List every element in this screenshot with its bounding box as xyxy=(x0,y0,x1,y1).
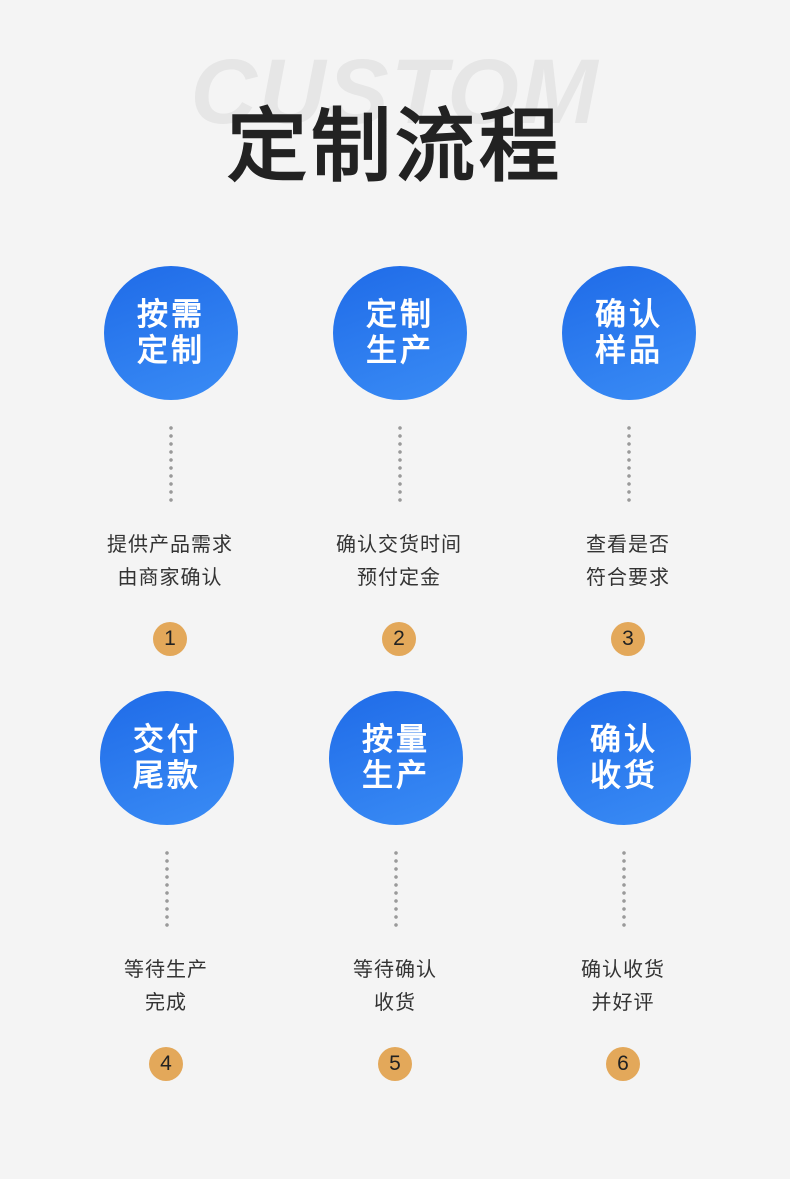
dotted-connector xyxy=(165,849,169,931)
step-circle-line-2: 尾款 xyxy=(133,758,201,794)
step-number-badge: 5 xyxy=(378,1047,412,1081)
step-3: 确认 样品 查看是否 符合要求 3 xyxy=(508,266,748,666)
step-description-line-1: 确认交货时间 xyxy=(336,532,462,556)
step-circle-line-2: 生产 xyxy=(366,333,434,369)
step-description-line-2: 由商家确认 xyxy=(117,565,223,589)
step-circle-line-2: 收货 xyxy=(590,758,658,794)
step-description-line-1: 等待生产 xyxy=(124,957,208,981)
step-2: 定制 生产 确认交货时间 预付定金 2 xyxy=(279,266,519,666)
step-description-line-2: 预付定金 xyxy=(357,565,441,589)
step-description: 查看是否 符合要求 xyxy=(508,528,748,594)
step-6: 确认 收货 确认收货 并好评 6 xyxy=(503,691,743,1091)
step-circle-line-1: 交付 xyxy=(133,722,201,758)
step-description-line-1: 确认收货 xyxy=(581,957,665,981)
step-circle-line-2: 样品 xyxy=(595,333,663,369)
step-description-line-2: 收货 xyxy=(374,990,416,1014)
step-description-line-1: 查看是否 xyxy=(586,532,670,556)
step-number-badge: 2 xyxy=(382,622,416,656)
step-5: 按量 生产 等待确认 收货 5 xyxy=(275,691,515,1091)
step-description-line-2: 并好评 xyxy=(591,990,655,1014)
step-description-line-2: 符合要求 xyxy=(586,565,670,589)
step-number-badge: 3 xyxy=(611,622,645,656)
step-4: 交付 尾款 等待生产 完成 4 xyxy=(46,691,286,1091)
dotted-connector xyxy=(398,424,402,506)
step-description-line-2: 完成 xyxy=(145,990,187,1014)
step-circle: 确认 收货 xyxy=(557,691,691,825)
step-circle-line-2: 生产 xyxy=(362,758,430,794)
dotted-connector xyxy=(622,849,626,931)
step-description: 确认交货时间 预付定金 xyxy=(279,528,519,594)
watermark-text: CUSTOM xyxy=(190,41,600,143)
step-circle-line-1: 确认 xyxy=(595,297,663,333)
page-title: 定制流程 xyxy=(227,100,563,193)
step-description: 等待生产 完成 xyxy=(46,953,286,1019)
step-circle: 交付 尾款 xyxy=(100,691,234,825)
step-number-badge: 1 xyxy=(153,622,187,656)
step-circle: 按量 生产 xyxy=(329,691,463,825)
step-1: 按需 定制 提供产品需求 由商家确认 1 xyxy=(50,266,290,666)
step-number-badge: 6 xyxy=(606,1047,640,1081)
step-circle-line-1: 定制 xyxy=(366,297,434,333)
step-number-badge: 4 xyxy=(149,1047,183,1081)
step-description-line-1: 提供产品需求 xyxy=(107,532,233,556)
step-description: 确认收货 并好评 xyxy=(503,953,743,1019)
step-description: 提供产品需求 由商家确认 xyxy=(50,528,290,594)
dotted-connector xyxy=(169,424,173,506)
step-circle-line-1: 按需 xyxy=(137,297,205,333)
step-description-line-1: 等待确认 xyxy=(353,957,437,981)
step-circle: 定制 生产 xyxy=(333,266,467,400)
step-circle-line-1: 确认 xyxy=(590,722,658,758)
dotted-connector xyxy=(627,424,631,506)
step-description: 等待确认 收货 xyxy=(275,953,515,1019)
step-circle-line-2: 定制 xyxy=(137,333,205,369)
dotted-connector xyxy=(394,849,398,931)
step-circle-line-1: 按量 xyxy=(362,722,430,758)
step-circle: 按需 定制 xyxy=(104,266,238,400)
step-circle: 确认 样品 xyxy=(562,266,696,400)
